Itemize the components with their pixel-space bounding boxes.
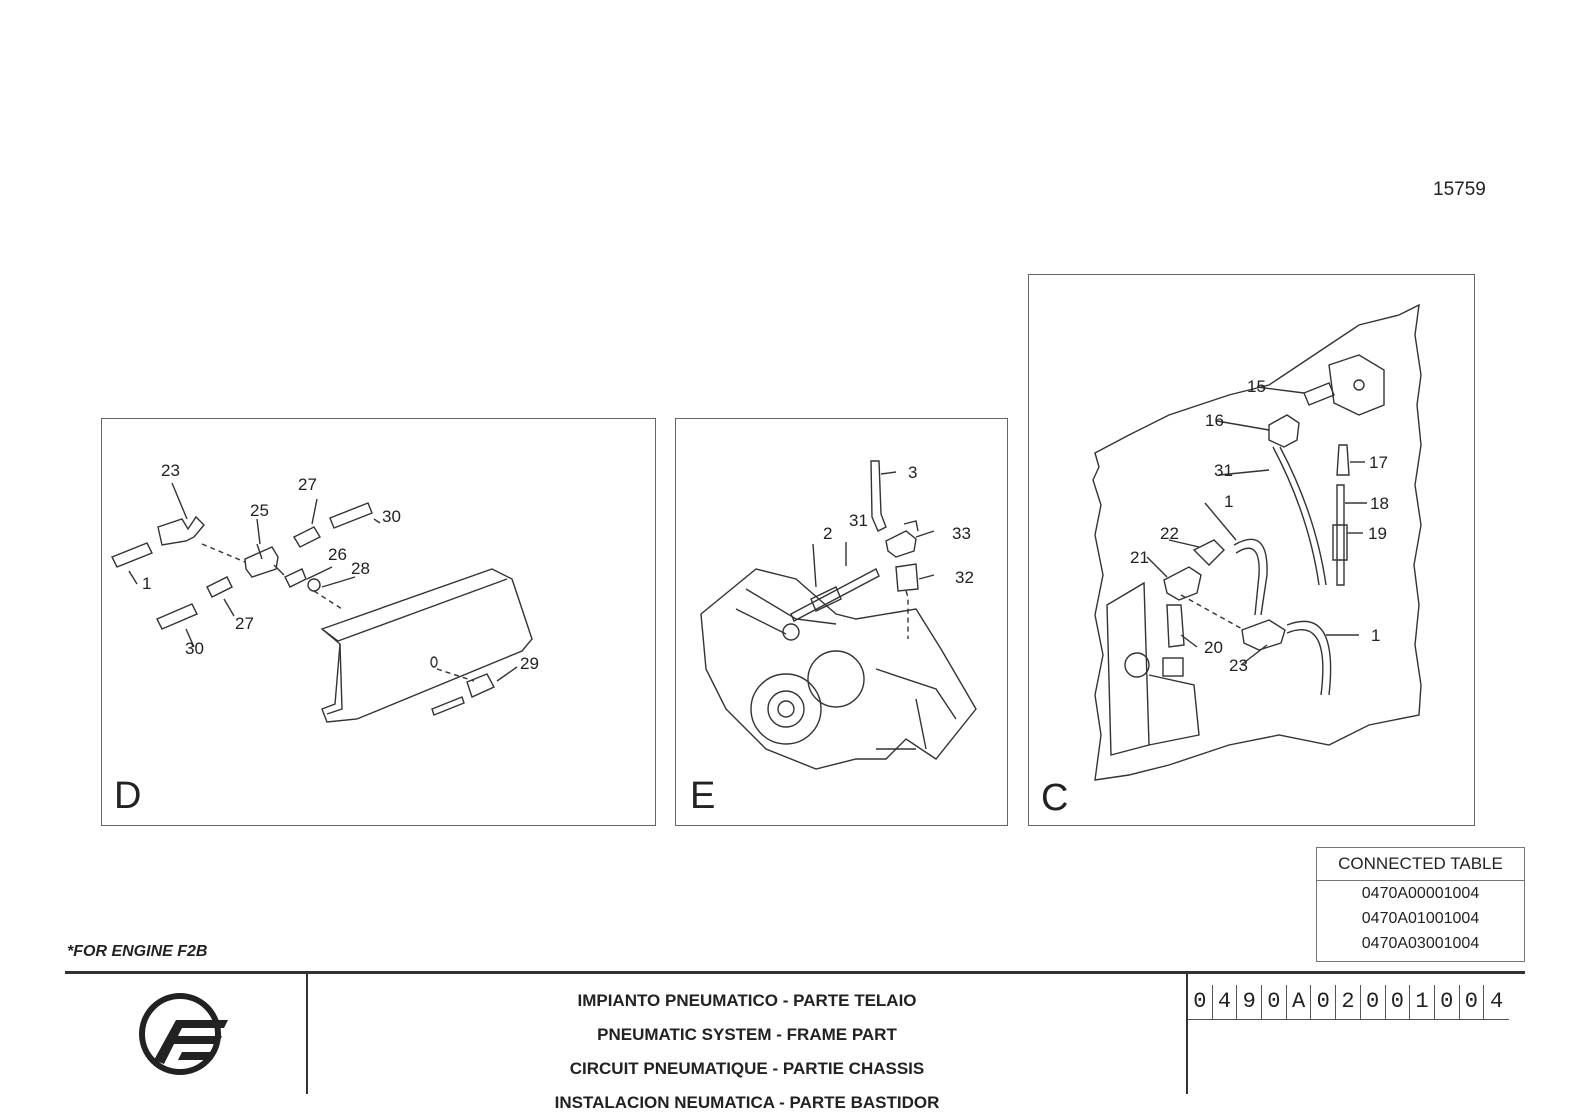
callout: 26 <box>328 545 347 564</box>
code-char: 0 <box>1361 985 1386 1019</box>
callout: 1 <box>1371 626 1381 645</box>
callout: 30 <box>185 639 204 658</box>
callout: 30 <box>382 507 401 526</box>
connected-table-row: 0470A01001004 <box>1361 910 1480 927</box>
callout: 28 <box>351 559 370 578</box>
panel-e: 3 2 31 33 32 E <box>675 418 1008 826</box>
title-line-french: CIRCUIT PNEUMATIQUE - PARTIE CHASSIS <box>569 1059 925 1078</box>
callout: 29 <box>520 654 539 673</box>
callout: 2 <box>823 524 833 543</box>
table-code: 0 4 9 0 A 0 2 0 0 1 0 0 4 <box>1188 985 1509 1020</box>
panel-letter: C <box>1041 777 1069 819</box>
panel-c-drawing <box>1092 303 1422 781</box>
callout: 27 <box>235 614 254 633</box>
connected-table-row: 0470A00001004 <box>1361 885 1480 902</box>
connected-table-header: CONNECTED TABLE <box>1317 848 1524 881</box>
engine-note: *FOR ENGINE F2B <box>67 943 208 960</box>
callout: 23 <box>161 461 180 480</box>
callout: 18 <box>1370 494 1389 513</box>
callout: 22 <box>1160 524 1179 543</box>
connected-table-row: 0470A03001004 <box>1361 935 1480 952</box>
code-char: 1 <box>1410 985 1435 1019</box>
callout: 27 <box>298 475 317 494</box>
title-line-english: PNEUMATIC SYSTEM - FRAME PART <box>597 1025 897 1044</box>
callout: 15 <box>1247 377 1266 396</box>
callout: 1 <box>142 574 152 593</box>
callout: 32 <box>955 568 974 587</box>
callout: 20 <box>1204 638 1223 657</box>
callout: 23 <box>1229 656 1248 675</box>
callout: 31 <box>849 511 868 530</box>
code-char: 9 <box>1237 985 1263 1019</box>
figure-number: 15759 <box>1433 179 1486 200</box>
code-char: 0 <box>1311 985 1337 1019</box>
title-block-divider <box>306 973 308 1094</box>
callout: 1 <box>1224 492 1234 511</box>
callout: 17 <box>1369 453 1388 472</box>
connected-table: CONNECTED TABLE 0470A00001004 0470A01001… <box>1316 847 1525 962</box>
title-block-divider <box>1186 973 1188 1094</box>
code-char: 4 <box>1489 989 1504 1014</box>
code-char: 0 <box>1262 985 1287 1019</box>
title-line-spanish: INSTALACION NEUMATICA - PARTE BASTIDOR <box>554 1093 940 1112</box>
callout: 3 <box>908 463 918 482</box>
code-char: A <box>1287 985 1312 1019</box>
code-char: 0 <box>1460 985 1485 1019</box>
code-char: 0 <box>1386 985 1411 1019</box>
title-line-italian: IMPIANTO PNEUMATICO - PARTE TELAIO <box>577 991 917 1010</box>
brand-logo-icon <box>139 993 228 1075</box>
code-char: 0 <box>1188 985 1213 1019</box>
callout: 16 <box>1205 411 1224 430</box>
panel-e-drawing <box>700 460 977 770</box>
callout: 31 <box>1214 461 1233 480</box>
panel-c: 15 16 17 31 18 1 19 22 21 1 20 23 C <box>1028 274 1475 826</box>
title-block-rule <box>65 971 1525 974</box>
code-char: 2 <box>1336 985 1361 1019</box>
code-char: 4 <box>1213 985 1238 1019</box>
panel-d: 23 27 30 25 1 26 28 27 30 29 D <box>101 418 656 826</box>
code-char: 0 <box>1435 985 1460 1019</box>
callout: 33 <box>952 524 971 543</box>
callout: 19 <box>1368 524 1387 543</box>
callout: 25 <box>250 501 269 520</box>
panel-letter: D <box>114 775 142 817</box>
callout: 21 <box>1130 548 1149 567</box>
panel-letter: E <box>690 775 716 817</box>
panel-d-drawing <box>111 482 533 723</box>
